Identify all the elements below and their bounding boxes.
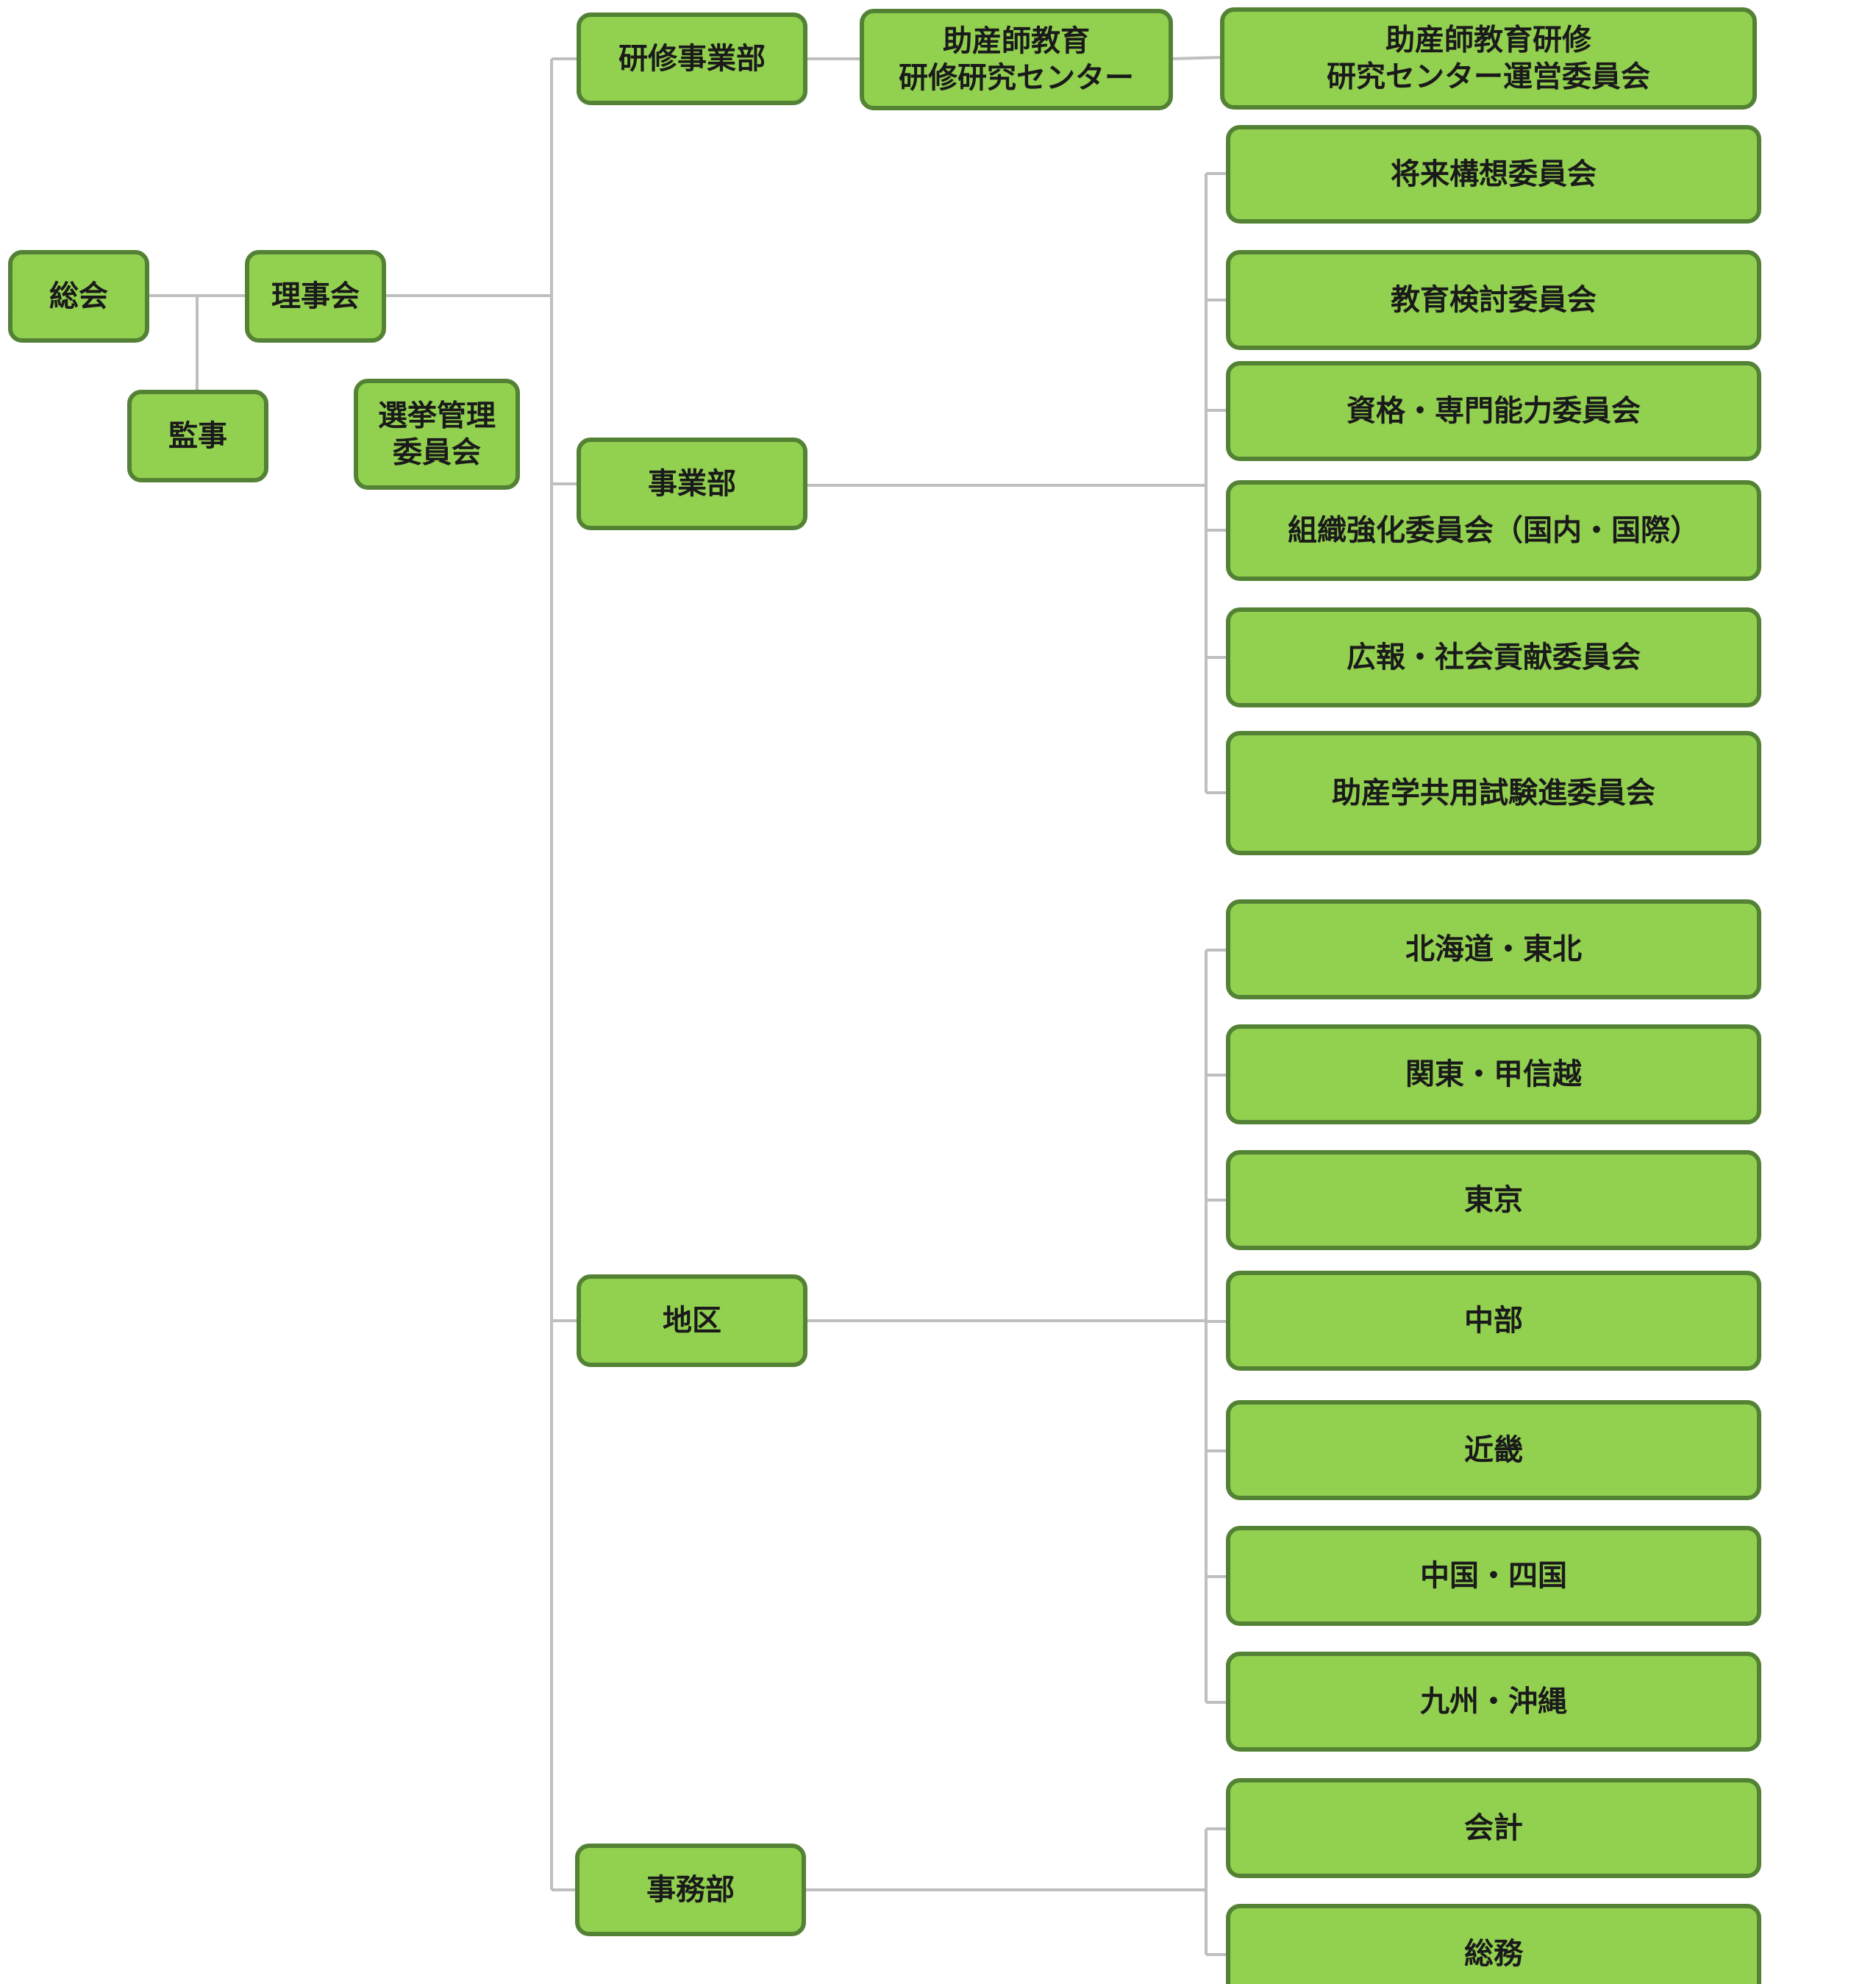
operations-committee-0: 将来構想委員会 xyxy=(1226,125,1761,224)
regions-division-node: 地区 xyxy=(577,1274,807,1367)
operations-committee-3-label: 組織強化委員会（国内・国際） xyxy=(1288,514,1700,548)
general-assembly-node: 総会 xyxy=(8,250,149,343)
region-5: 中国・四国 xyxy=(1226,1526,1761,1626)
training-division-node: 研修事業部 xyxy=(577,13,807,105)
auditor-node-box xyxy=(127,390,268,482)
region-3-label: 中部 xyxy=(1464,1304,1523,1338)
region-6-label: 九州・沖縄 xyxy=(1420,1685,1567,1719)
region-5-box xyxy=(1226,1526,1761,1626)
operations-committee-5-label: 助産学共用試験進委員会 xyxy=(1332,777,1655,810)
region-1: 関東・甲信越 xyxy=(1226,1024,1761,1124)
region-2-box xyxy=(1226,1150,1761,1250)
region-3: 中部 xyxy=(1226,1271,1761,1371)
region-0-label: 北海道・東北 xyxy=(1405,932,1582,966)
operations-committee-5: 助産学共用試験進委員会 xyxy=(1226,731,1761,855)
auditor-node-label: 監事 xyxy=(168,419,227,453)
election-committee-node-box xyxy=(354,379,520,490)
operations-division-node-label: 事業部 xyxy=(648,467,736,501)
region-1-box xyxy=(1226,1024,1761,1124)
link-center-committee xyxy=(1170,56,1223,60)
region-6-box xyxy=(1226,1652,1761,1752)
region-6: 九州・沖縄 xyxy=(1226,1652,1761,1752)
secretariat-unit-1-label: 総務 xyxy=(1464,1937,1524,1971)
region-4-label: 近畿 xyxy=(1464,1433,1523,1467)
board-node-box xyxy=(245,250,386,343)
general-assembly-node-box xyxy=(8,250,149,343)
board-node: 理事会 xyxy=(245,250,386,343)
operations-division-node: 事業部 xyxy=(577,438,807,530)
region-1-label: 関東・甲信越 xyxy=(1405,1057,1582,1091)
secretariat-division-node: 事務部 xyxy=(575,1844,806,1936)
region-5-label: 中国・四国 xyxy=(1420,1559,1567,1593)
operations-division-node-box xyxy=(577,438,807,530)
operations-committee-1: 教育検討委員会 xyxy=(1226,250,1761,350)
org-nodes: 総会監事理事会選挙管理委員会研修事業部助産師教育研修研究センター助産師教育研修研… xyxy=(8,7,1761,1984)
election-committee-node-label: 選挙管理 xyxy=(378,399,496,433)
operations-committee-5-box xyxy=(1226,731,1761,855)
training-center-node-label: 助産師教育 xyxy=(943,24,1090,58)
training-division-node-label: 研修事業部 xyxy=(618,42,766,76)
operations-committee-0-label: 将来構想委員会 xyxy=(1391,157,1597,191)
region-4-box xyxy=(1226,1400,1761,1500)
training-center-committee-node-label: 研究センター運営委員会 xyxy=(1327,60,1650,94)
operations-committee-1-box xyxy=(1226,250,1761,350)
operations-committee-3-box xyxy=(1226,480,1761,581)
operations-committee-0-box xyxy=(1226,125,1761,224)
operations-committee-4: 広報・社会貢献委員会 xyxy=(1226,607,1761,707)
auditor-node: 監事 xyxy=(127,390,268,482)
operations-committee-2: 資格・専門能力委員会 xyxy=(1226,361,1761,461)
training-center-node-label: 研修研究センター xyxy=(899,61,1134,95)
operations-committee-3: 組織強化委員会（国内・国際） xyxy=(1226,480,1761,581)
secretariat-division-node-box xyxy=(575,1844,806,1936)
regions-division-node-label: 地区 xyxy=(663,1304,721,1338)
secretariat-unit-0: 会計 xyxy=(1226,1778,1761,1878)
region-4: 近畿 xyxy=(1226,1400,1761,1500)
region-2-label: 東京 xyxy=(1464,1183,1523,1217)
secretariat-unit-0-box xyxy=(1226,1778,1761,1878)
operations-committee-4-label: 広報・社会貢献委員会 xyxy=(1347,640,1641,674)
secretariat-unit-1-box xyxy=(1226,1904,1761,1984)
operations-committee-1-label: 教育検討委員会 xyxy=(1391,283,1597,317)
operations-committee-2-label: 資格・専門能力委員会 xyxy=(1347,394,1641,428)
operations-committee-4-box xyxy=(1226,607,1761,707)
general-assembly-node-label: 総会 xyxy=(49,279,108,313)
training-division-node-box xyxy=(577,13,807,105)
secretariat-unit-0-label: 会計 xyxy=(1464,1811,1523,1845)
regions-division-node-box xyxy=(577,1274,807,1367)
secretariat-division-node-label: 事務部 xyxy=(646,1873,735,1907)
region-0: 北海道・東北 xyxy=(1226,899,1761,999)
training-center-committee-node-label: 助産師教育研修 xyxy=(1385,24,1592,57)
region-0-box xyxy=(1226,899,1761,999)
board-node-label: 理事会 xyxy=(271,279,360,313)
secretariat-unit-1: 総務 xyxy=(1226,1904,1761,1984)
region-2: 東京 xyxy=(1226,1150,1761,1250)
operations-committee-2-box xyxy=(1226,361,1761,461)
connector-lines xyxy=(147,56,1228,1956)
election-committee-node-label: 委員会 xyxy=(393,436,481,470)
training-center-committee-node-box xyxy=(1220,7,1757,110)
region-3-box xyxy=(1226,1271,1761,1371)
training-center-node-box xyxy=(860,9,1173,110)
